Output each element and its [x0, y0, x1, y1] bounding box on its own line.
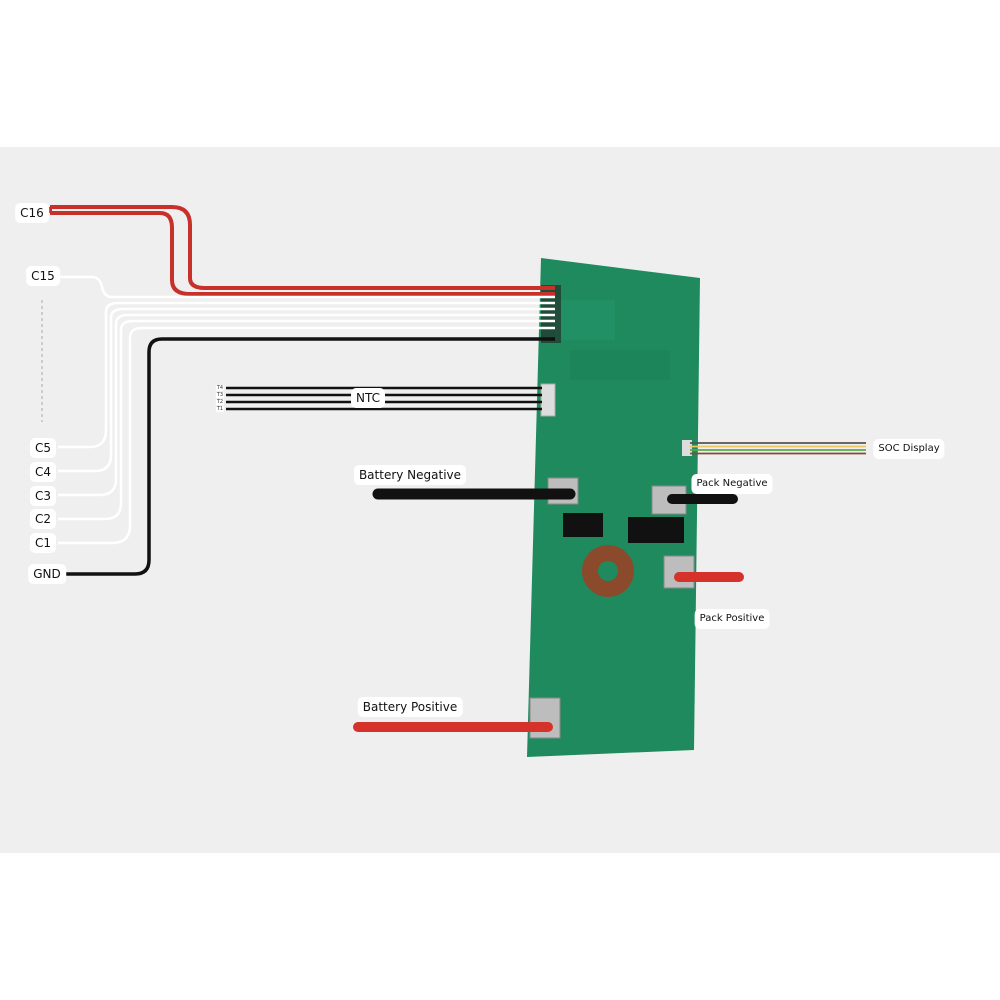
- soc-connector: [682, 440, 692, 456]
- label-battery-positive: Battery Positive: [357, 697, 463, 717]
- gnd-wire: [62, 337, 555, 576]
- label-pack-negative: Pack Negative: [691, 474, 773, 494]
- label-c3: C3: [29, 486, 57, 506]
- label-ntc: NTC: [351, 388, 385, 408]
- c16-wire: [50, 205, 555, 290]
- c2-wire: [58, 319, 555, 521]
- label-c15: C15: [26, 266, 60, 286]
- label-t4: T4: [215, 385, 225, 391]
- label-c1: C1: [29, 533, 57, 553]
- c15-wire: [58, 275, 555, 299]
- label-t1: T1: [215, 406, 225, 412]
- capacitor: [628, 517, 684, 543]
- diagram-background: [0, 147, 1000, 853]
- ntc-connector: [540, 383, 556, 417]
- label-soc-display: SOC Display: [873, 439, 945, 459]
- c4-wire: [58, 307, 555, 473]
- label-c5: C5: [29, 438, 57, 458]
- label-t3: T3: [215, 392, 225, 398]
- label-c2: C2: [29, 509, 57, 529]
- c5-wire: [58, 301, 555, 449]
- label-t2: T2: [215, 399, 225, 405]
- soc-wires: [690, 442, 866, 455]
- capacitor: [563, 513, 603, 537]
- label-pack-positive: Pack Positive: [694, 609, 770, 629]
- bms-board: [527, 258, 700, 757]
- label-c16: C16: [15, 203, 49, 223]
- c1-wire: [58, 326, 555, 545]
- label-battery-negative: Battery Negative: [353, 465, 467, 485]
- c3-wire: [58, 313, 555, 497]
- label-gnd: GND: [28, 564, 66, 584]
- label-c4: C4: [29, 462, 57, 482]
